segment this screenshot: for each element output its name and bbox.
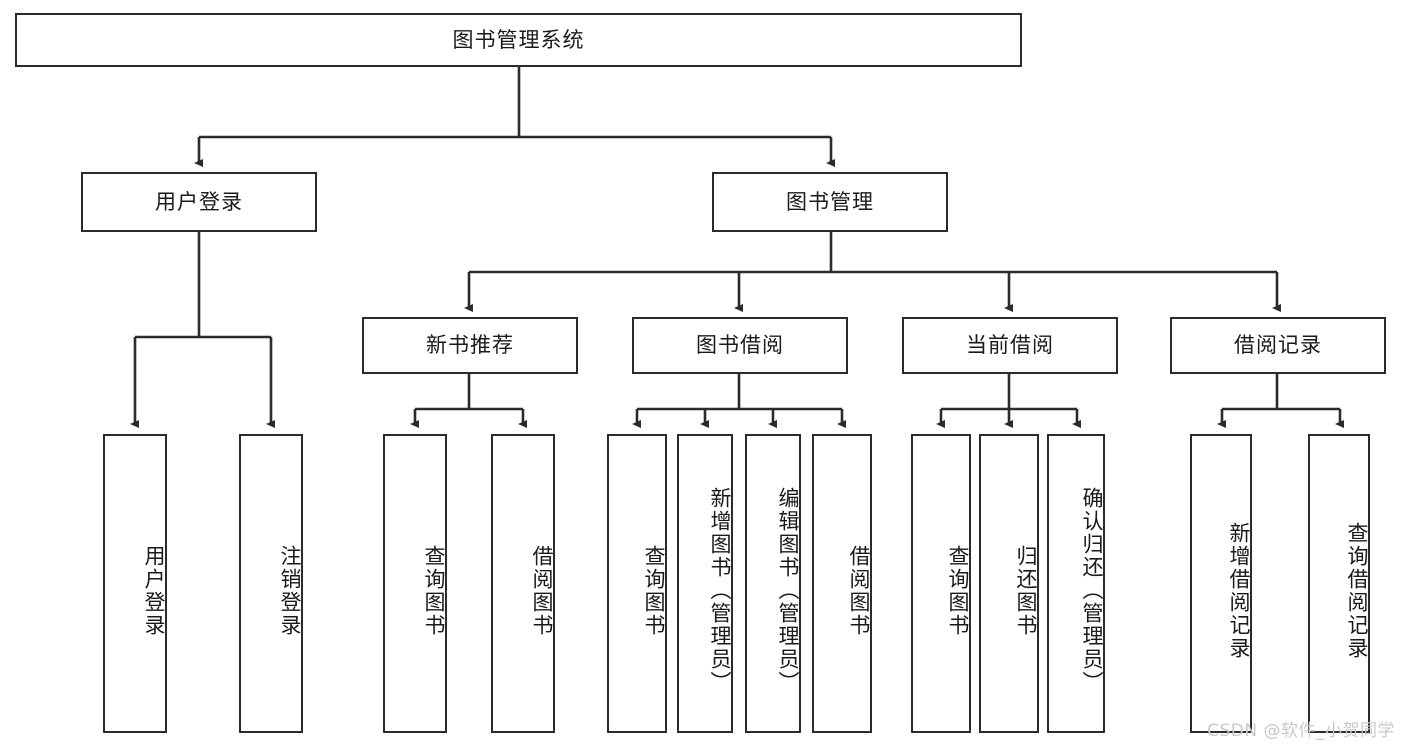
- node-borrow-record-label: 借阅记录: [1234, 333, 1322, 357]
- leaf-user-login-label: 用户登录: [142, 544, 166, 637]
- leaf-query-book-current-label: 查询图书: [946, 544, 970, 637]
- leaf-query-book-borrow[interactable]: 查询图书: [607, 434, 667, 733]
- leaf-query-borrow-record[interactable]: 查询借阅记录: [1308, 434, 1370, 733]
- node-new-book-recommendation[interactable]: 新书推荐: [362, 317, 578, 374]
- node-root[interactable]: 图书管理系统: [15, 13, 1022, 67]
- leaf-confirm-return-admin-label: 确认归还（管理员）: [1080, 487, 1104, 694]
- leaf-logout-label: 注销登录: [278, 544, 302, 637]
- node-root-label: 图书管理系统: [452, 27, 585, 52]
- leaf-add-borrow-record-label: 新增借阅记录: [1227, 521, 1251, 660]
- node-book-borrow-label: 图书借阅: [696, 333, 784, 357]
- leaf-logout[interactable]: 注销登录: [239, 434, 303, 733]
- node-current-borrow[interactable]: 当前借阅: [902, 317, 1118, 374]
- node-user-login-label: 用户登录: [155, 189, 243, 214]
- leaf-query-book-recommendation-label: 查询图书: [422, 544, 446, 637]
- leaf-confirm-return-admin[interactable]: 确认归还（管理员）: [1047, 434, 1105, 733]
- leaf-query-book-current[interactable]: 查询图书: [911, 434, 971, 733]
- leaf-return-book-label: 归还图书: [1014, 544, 1038, 637]
- leaf-query-book-borrow-label: 查询图书: [642, 544, 666, 637]
- node-borrow-record[interactable]: 借阅记录: [1170, 317, 1386, 374]
- leaf-borrow-book[interactable]: 借阅图书: [812, 434, 872, 733]
- leaf-add-book-admin-label: 新增图书（管理员）: [708, 487, 732, 694]
- leaf-add-book-admin[interactable]: 新增图书（管理员）: [677, 434, 733, 733]
- node-book-management-label: 图书管理: [786, 189, 874, 214]
- node-user-login[interactable]: 用户登录: [81, 172, 317, 232]
- leaf-edit-book-admin-label: 编辑图书（管理员）: [776, 487, 800, 694]
- leaf-edit-book-admin[interactable]: 编辑图书（管理员）: [745, 434, 801, 733]
- csdn-watermark: CSDN @软件_小贺同学: [1207, 721, 1395, 741]
- node-book-management[interactable]: 图书管理: [712, 172, 948, 232]
- node-current-borrow-label: 当前借阅: [966, 333, 1054, 357]
- node-book-borrow[interactable]: 图书借阅: [632, 317, 848, 374]
- leaf-query-book-recommendation[interactable]: 查询图书: [383, 434, 447, 733]
- leaf-borrow-book-label: 借阅图书: [847, 544, 871, 637]
- leaf-query-borrow-record-label: 查询借阅记录: [1345, 521, 1369, 660]
- leaf-borrow-book-recommendation-label: 借阅图书: [530, 544, 554, 637]
- leaf-add-borrow-record[interactable]: 新增借阅记录: [1190, 434, 1252, 733]
- node-new-book-recommendation-label: 新书推荐: [426, 333, 514, 357]
- leaf-return-book[interactable]: 归还图书: [979, 434, 1039, 733]
- leaf-borrow-book-recommendation[interactable]: 借阅图书: [491, 434, 555, 733]
- leaf-user-login[interactable]: 用户登录: [103, 434, 167, 733]
